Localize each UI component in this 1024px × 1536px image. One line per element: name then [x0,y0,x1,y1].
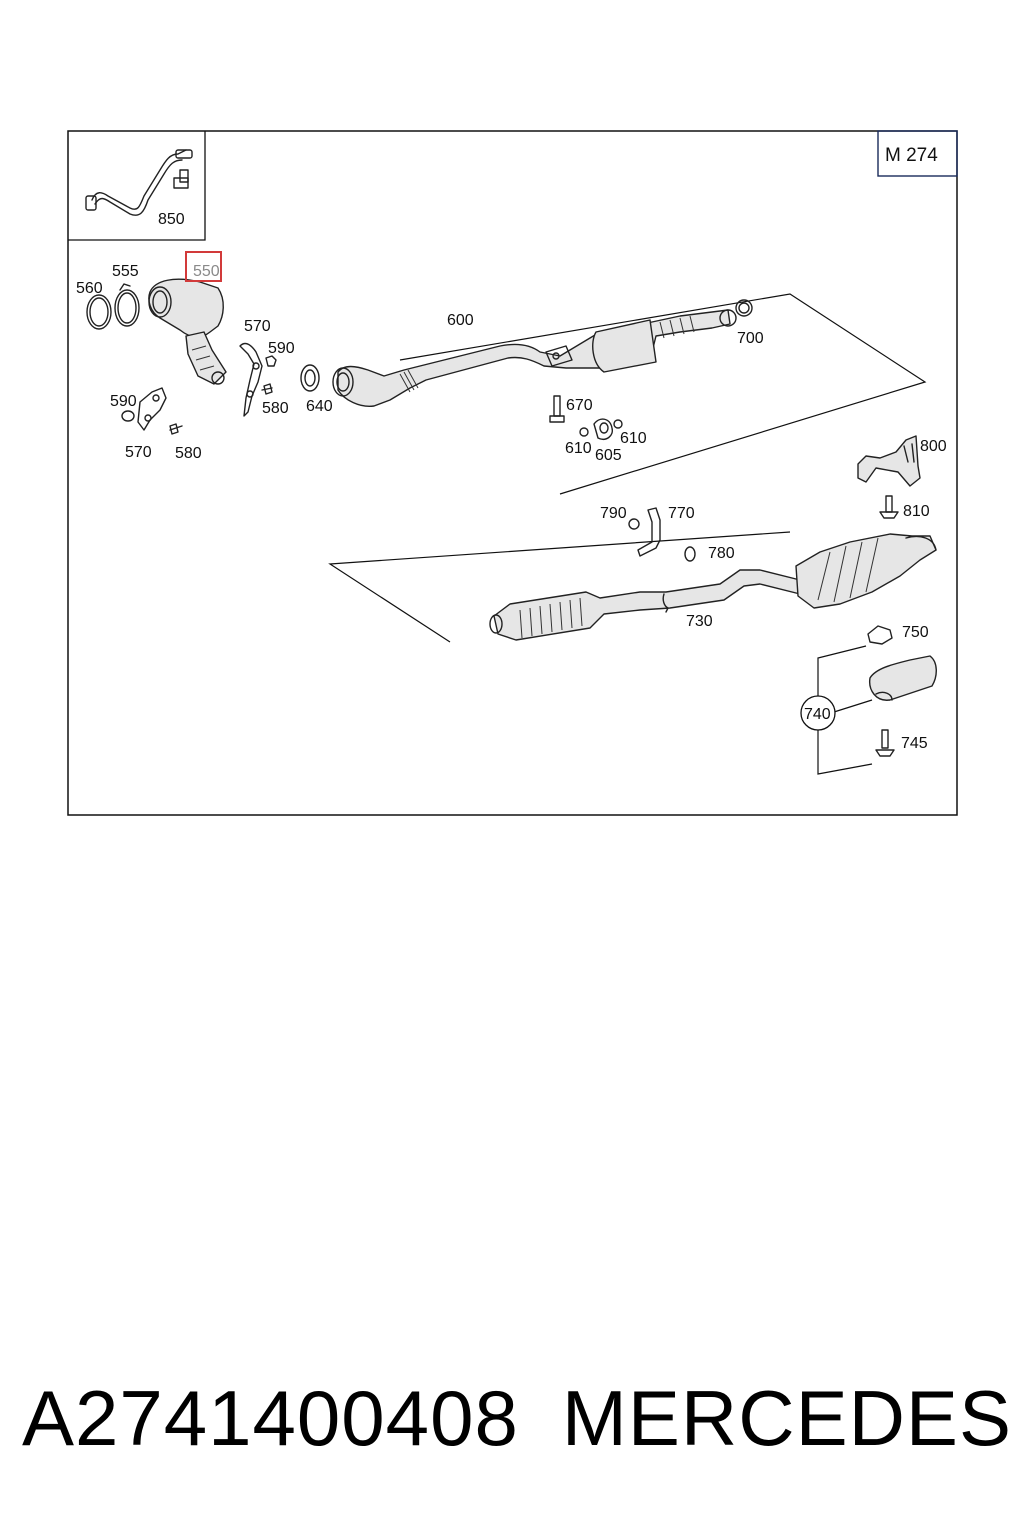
callout-780: 780 [708,545,735,562]
support-bracket-icon [137,387,167,431]
clip-750-icon [867,625,893,645]
callout-810: 810 [903,503,930,520]
callout-740: 740 [804,706,831,723]
screw-icon [169,423,183,435]
callout-590a: 590 [268,340,295,357]
hanger-bracket-770-icon [628,507,696,562]
gasket-ring-icon [86,294,112,330]
callout-600: 600 [447,312,474,329]
nut-icon [265,355,277,367]
callout-555: 555 [112,263,139,280]
highlight-box-550 [185,251,222,282]
callout-640: 640 [306,398,333,415]
callout-850: 850 [158,211,185,228]
engine-code-box [877,130,958,177]
washer-icon [121,410,135,422]
callout-590b: 590 [110,393,137,410]
sensor-inset-box [68,131,206,241]
callout-570a: 570 [244,318,271,335]
callout-800: 800 [920,438,947,455]
screw-745-icon [875,729,895,757]
clamp-icon [114,283,140,327]
front-pipe-icon [332,309,737,407]
callout-580a: 580 [262,400,289,417]
callout-560: 560 [76,280,103,297]
callout-790: 790 [600,505,627,522]
rear-bracket-icon [857,435,921,487]
oxygen-sensor-icon [85,149,193,216]
callout-610a: 610 [565,440,592,457]
pipe-clamp-icon [735,299,753,317]
flange-gasket-icon [300,364,320,392]
bracket-icon [239,342,263,417]
tailpipe-tip-icon [869,655,937,701]
rear-pipe-muffler-icon [489,533,937,641]
callout-550: 550 [193,263,220,280]
rubber-mount-icon [579,418,623,440]
engine-code-label: M 274 [885,145,938,166]
callout-leader-740 [833,699,873,713]
callout-605: 605 [595,447,622,464]
assembly-outline-front [399,293,927,495]
callout-580b: 580 [175,445,202,462]
diagram-frame [67,130,958,816]
callout-670: 670 [566,397,593,414]
brand-name: MERCEDES [561,1373,1012,1462]
callout-770: 770 [668,505,695,522]
screw-810-icon [879,495,899,519]
assembly-outline-rear [328,531,791,643]
callout-700: 700 [737,330,764,347]
callout-750: 750 [902,624,929,641]
callout-610b: 610 [620,430,647,447]
footer-caption: A2741400408 MERCEDES [22,1368,1012,1468]
bolt-670-icon [549,395,565,423]
callout-circle-740 [800,695,836,731]
bolt-icon [261,383,273,395]
callout-745: 745 [901,735,928,752]
callout-570b: 570 [125,444,152,461]
part-number: A2741400408 [22,1373,519,1462]
catalytic-converter-icon [148,278,227,385]
exhaust-parts-diagram: M 274 850 560 555 550 [67,130,958,816]
callout-730: 730 [686,613,713,630]
